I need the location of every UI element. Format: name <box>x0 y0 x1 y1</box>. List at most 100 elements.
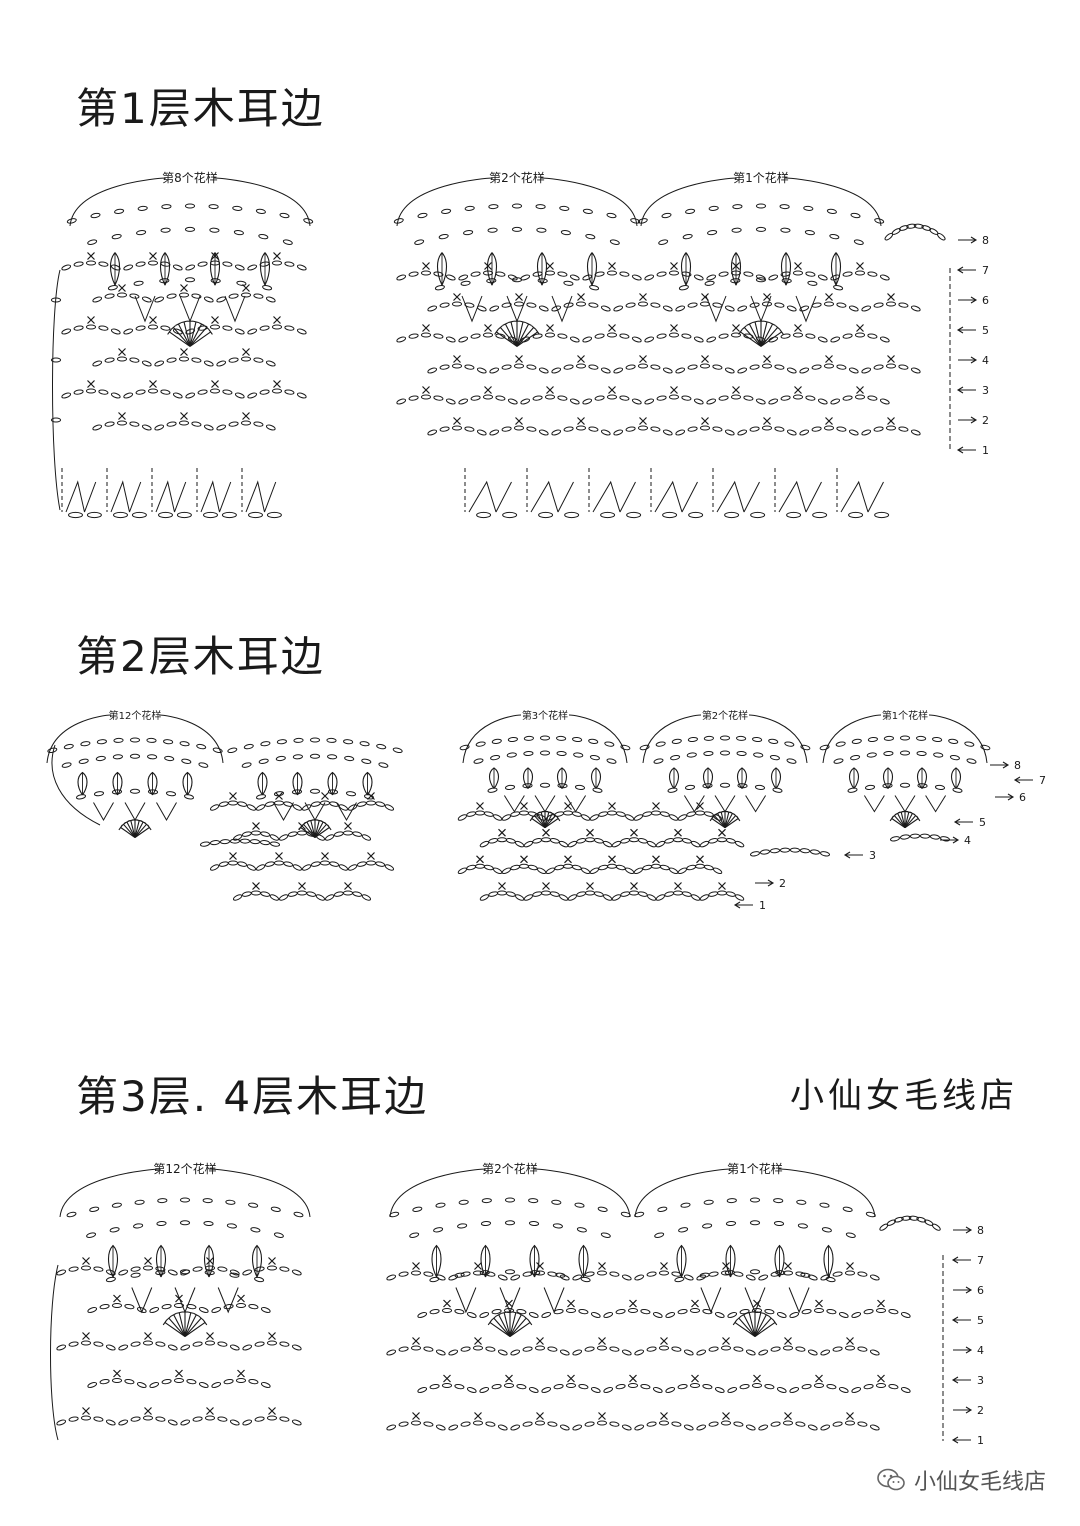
chain-stitch <box>309 737 321 743</box>
chain-stitch <box>658 1420 670 1426</box>
chain-stitch <box>609 1421 620 1427</box>
chain-stitch <box>198 1382 209 1388</box>
single-crochet-mark <box>577 293 585 301</box>
chain-stitch <box>204 1340 216 1346</box>
stitch-top-bar <box>736 815 741 822</box>
chain-stitch <box>118 1344 129 1351</box>
chain-stitch <box>130 1266 141 1272</box>
pattern-label: 第2个花样 <box>489 170 545 185</box>
double-crochet-stitch <box>724 815 737 829</box>
chain-stitch <box>173 1378 185 1383</box>
chain-stitch <box>680 1202 691 1208</box>
chain-stitch <box>111 789 123 795</box>
chain-stitch <box>724 305 735 312</box>
chain-stitch <box>712 426 723 432</box>
chain-stitch <box>751 1308 763 1313</box>
chain-stitch <box>854 332 866 338</box>
chain-stitch <box>259 389 270 395</box>
chain-stitch <box>247 328 258 335</box>
chain-stitch <box>219 839 231 845</box>
chain-stitch <box>301 864 312 871</box>
chain-stitch <box>476 367 487 374</box>
chain-stitch <box>634 1211 645 1218</box>
chain-stitch <box>488 838 499 844</box>
row-arrow-right <box>995 793 1015 801</box>
chain-stitch <box>528 1312 539 1318</box>
chain-stitch <box>241 762 252 768</box>
chain-stitch <box>427 429 438 436</box>
stitch-top-bar <box>494 329 499 335</box>
chain-stitch <box>826 1383 837 1390</box>
single-crochet-mark <box>321 792 329 800</box>
chain-stitch <box>435 1274 446 1281</box>
chain-stitch <box>259 325 270 331</box>
chain-stitch <box>716 890 728 896</box>
double-crochet-stitch <box>891 818 906 829</box>
chain-stitch <box>504 784 516 790</box>
chain-stitch <box>696 1349 707 1356</box>
chain-stitch <box>795 1421 806 1427</box>
chain-stitch <box>398 1271 409 1277</box>
stitch-top-bar <box>202 1319 208 1326</box>
chain-stitch <box>155 1266 166 1272</box>
chain-stitch <box>306 891 317 897</box>
single-crochet-mark <box>763 355 771 363</box>
chain-stitch <box>931 1223 941 1231</box>
chain-stitch <box>147 789 159 795</box>
chain-stitch <box>724 429 735 436</box>
chain-stitch <box>569 336 580 343</box>
chain-stitch <box>558 840 569 848</box>
chain-stitch <box>693 398 704 405</box>
chain-stitch <box>733 1271 744 1277</box>
chain-stitch <box>699 894 710 901</box>
chain-stitch <box>129 788 141 794</box>
chain-stitch <box>588 302 599 308</box>
chain-stitch <box>823 301 835 307</box>
single-crochet-mark <box>474 1412 482 1420</box>
chain-stitch <box>830 274 841 281</box>
chain-stitch <box>458 336 469 343</box>
chain-stitch <box>501 302 512 308</box>
single-crochet-mark <box>422 386 430 394</box>
single-crochet-mark <box>144 1257 152 1265</box>
chain-stitch <box>604 741 615 747</box>
chain-stitch <box>99 1303 110 1310</box>
chain-stitch <box>146 737 157 743</box>
chain-stitch <box>479 840 490 848</box>
chain-stitch <box>668 814 679 821</box>
chain-stitch <box>105 1269 116 1276</box>
chain-stitch <box>212 747 223 754</box>
chain-stitch <box>149 1382 160 1388</box>
pattern-bracket <box>69 177 167 227</box>
chain-stitch <box>516 1308 527 1315</box>
single-crochet-mark <box>484 262 492 270</box>
single-crochet-mark <box>732 262 740 270</box>
chain-stitch <box>216 296 227 303</box>
chain-stitch <box>520 336 531 343</box>
single-crochet-mark <box>175 1369 183 1378</box>
row-number: 1 <box>982 444 989 457</box>
chain-stitch <box>789 1387 800 1393</box>
chain-stitch <box>873 426 884 432</box>
chain-stitch <box>745 1349 756 1356</box>
chain-stitch <box>248 1303 259 1310</box>
double-crochet-stitch <box>754 1321 776 1337</box>
chain-stitch <box>848 367 859 374</box>
stitch-top-bar <box>531 325 537 330</box>
chain-stitch <box>761 363 773 369</box>
chain-stitch <box>565 1308 577 1313</box>
chain-stitch <box>867 333 878 339</box>
chain-stitch <box>218 861 229 867</box>
chain-stitch <box>361 894 372 901</box>
chain-stitch <box>686 811 697 817</box>
chain-stitch <box>203 1220 214 1227</box>
single-crochet-mark <box>608 802 616 810</box>
single-crochet-mark <box>567 1374 575 1383</box>
chain-stitch <box>694 863 706 869</box>
chain-stitch <box>111 1378 123 1383</box>
pattern-bracket <box>396 177 494 227</box>
chain-stitch <box>68 511 83 519</box>
chain-stitch <box>662 367 673 374</box>
single-crochet-mark <box>732 386 740 394</box>
chain-stitch <box>384 804 395 811</box>
